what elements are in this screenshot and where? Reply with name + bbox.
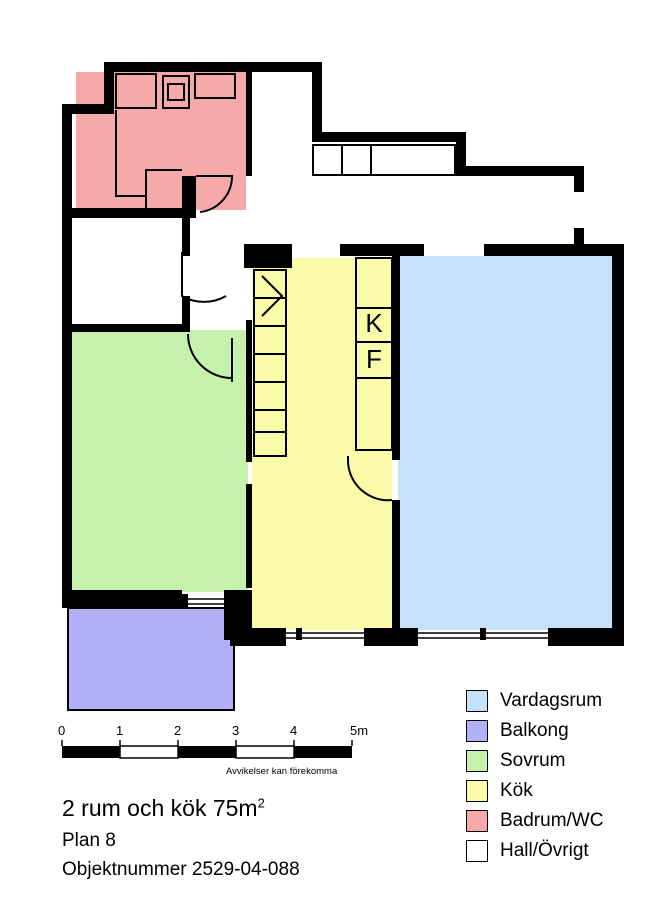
legend-label-badrum: Badrum/WC — [500, 810, 604, 831]
legend-label-sovrum: Sovrum — [500, 750, 566, 771]
fixture-label-f: F — [366, 344, 382, 374]
legend-label-kok: Kök — [500, 780, 533, 801]
legend-swatch-balkong — [466, 720, 488, 742]
fixture-label-k: K — [365, 308, 383, 338]
floor-level: Plan 8 — [62, 830, 116, 851]
legend-item-hall: Hall/Övrigt — [466, 840, 646, 870]
legend: Vardagsrum Balkong Sovrum Kök Badrum/WC … — [466, 690, 646, 870]
walls — [62, 62, 624, 646]
room-vardagsrum — [398, 256, 612, 630]
legend-swatch-kok — [466, 780, 488, 802]
windows — [148, 598, 548, 639]
bathroom-fixtures — [115, 73, 236, 208]
legend-swatch-sovrum — [466, 750, 488, 772]
scale-tick-5: 5m — [350, 723, 369, 738]
legend-item-sovrum: Sovrum — [466, 750, 646, 780]
scale-tick-3: 3 — [232, 723, 240, 738]
scale-tick-0: 0 — [58, 723, 66, 738]
legend-label-hall: Hall/Övrigt — [500, 840, 589, 861]
legend-swatch-badrum — [466, 810, 488, 832]
legend-label-balkong: Balkong — [500, 720, 569, 741]
room-balkong — [67, 607, 235, 711]
scale-tick-4: 4 — [290, 723, 298, 738]
legend-swatch-vardagsrum — [466, 690, 488, 712]
object-number: Objektnummer 2529-04-088 — [62, 859, 300, 880]
scale-tick-2: 2 — [174, 723, 182, 738]
room-badrum — [76, 72, 246, 210]
room-kok — [252, 258, 392, 630]
scale-tick-1: 1 — [116, 723, 124, 738]
legend-item-badrum: Badrum/WC — [466, 810, 646, 840]
scale-note: Avvikelser kan förekomma — [226, 766, 338, 777]
door-swings — [181, 175, 393, 502]
scale-bar — [61, 740, 353, 759]
legend-label-vardagsrum: Vardagsrum — [500, 690, 603, 711]
floor-plan: K F — [61, 62, 624, 759]
legend-item-kok: Kök — [466, 780, 646, 810]
apartment-title-text: 2 rum och kök 75m — [62, 795, 258, 821]
room-sovrum — [70, 330, 248, 592]
apartment-title: 2 rum och kök 75m2 — [62, 795, 265, 822]
legend-item-balkong: Balkong — [466, 720, 646, 750]
legend-swatch-hall — [466, 840, 488, 862]
apartment-title-sup: 2 — [257, 795, 265, 811]
legend-item-vardagsrum: Vardagsrum — [466, 690, 646, 720]
fixtures — [253, 144, 456, 457]
